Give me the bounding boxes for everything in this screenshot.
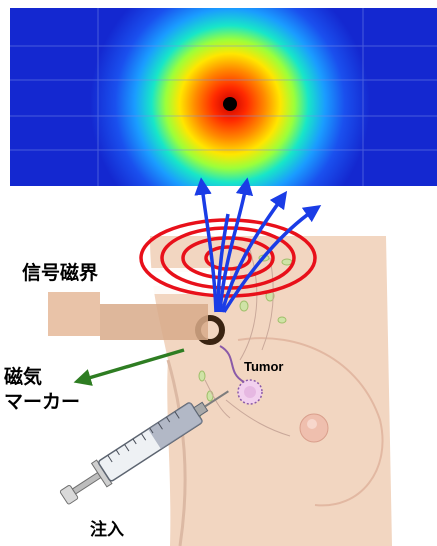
magnetic-marker-label: 磁気 マーカー [4, 365, 80, 415]
magnetic-marker-label-line2: マーカー [4, 390, 80, 415]
magnetic-marker-label-line1: 磁気 [4, 365, 80, 390]
tumor-label: Tumor [244, 359, 283, 374]
injection-label: 注入 [90, 515, 124, 540]
signal-field-label: 信号磁界 [22, 258, 98, 285]
